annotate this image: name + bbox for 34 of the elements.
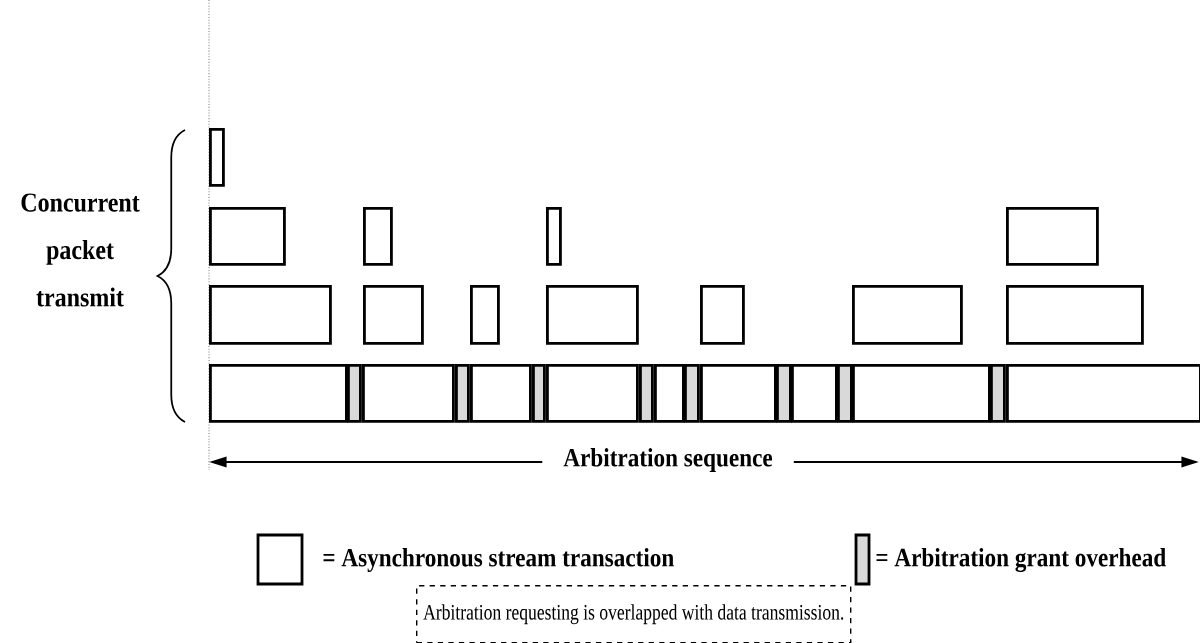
packet-box	[1006, 207, 1099, 266]
legend-label: = Arbitration grant overhead	[876, 547, 1166, 573]
packet-box	[654, 364, 685, 423]
overhead-bar	[455, 364, 470, 423]
overhead-bar	[347, 364, 362, 423]
packet-box	[209, 364, 348, 423]
packet-box	[1006, 364, 1200, 423]
note-box: Arbitration requesting is overlapped with data transmission.	[416, 585, 852, 643]
overhead-bar	[837, 364, 853, 423]
overhead-bar	[990, 364, 1006, 423]
packet-box	[1006, 285, 1144, 345]
brace-label: Concurrent packet transmit	[21, 193, 140, 307]
packet-box	[852, 285, 963, 345]
packet-box	[470, 364, 532, 423]
packet-box	[700, 285, 745, 345]
packet-box	[209, 128, 225, 187]
packet-box	[791, 364, 838, 423]
packet-box	[363, 207, 393, 266]
legend-label: = Asynchronous stream transaction	[323, 548, 674, 572]
overhead-bar	[684, 364, 700, 423]
overhead-bar	[639, 364, 654, 423]
packet-box	[363, 285, 424, 345]
packet-box	[546, 207, 562, 266]
packet-box	[852, 364, 991, 423]
overhead-bar	[532, 364, 546, 423]
packet-box	[209, 285, 332, 345]
dimension-label: Arbitration sequence	[542, 444, 794, 476]
packet-box	[700, 364, 777, 423]
overhead-bar	[776, 364, 792, 423]
packet-box	[209, 207, 286, 266]
packet-box	[546, 285, 639, 345]
packet-box	[546, 364, 639, 423]
packet-box	[470, 285, 500, 345]
packet-box	[362, 364, 455, 423]
